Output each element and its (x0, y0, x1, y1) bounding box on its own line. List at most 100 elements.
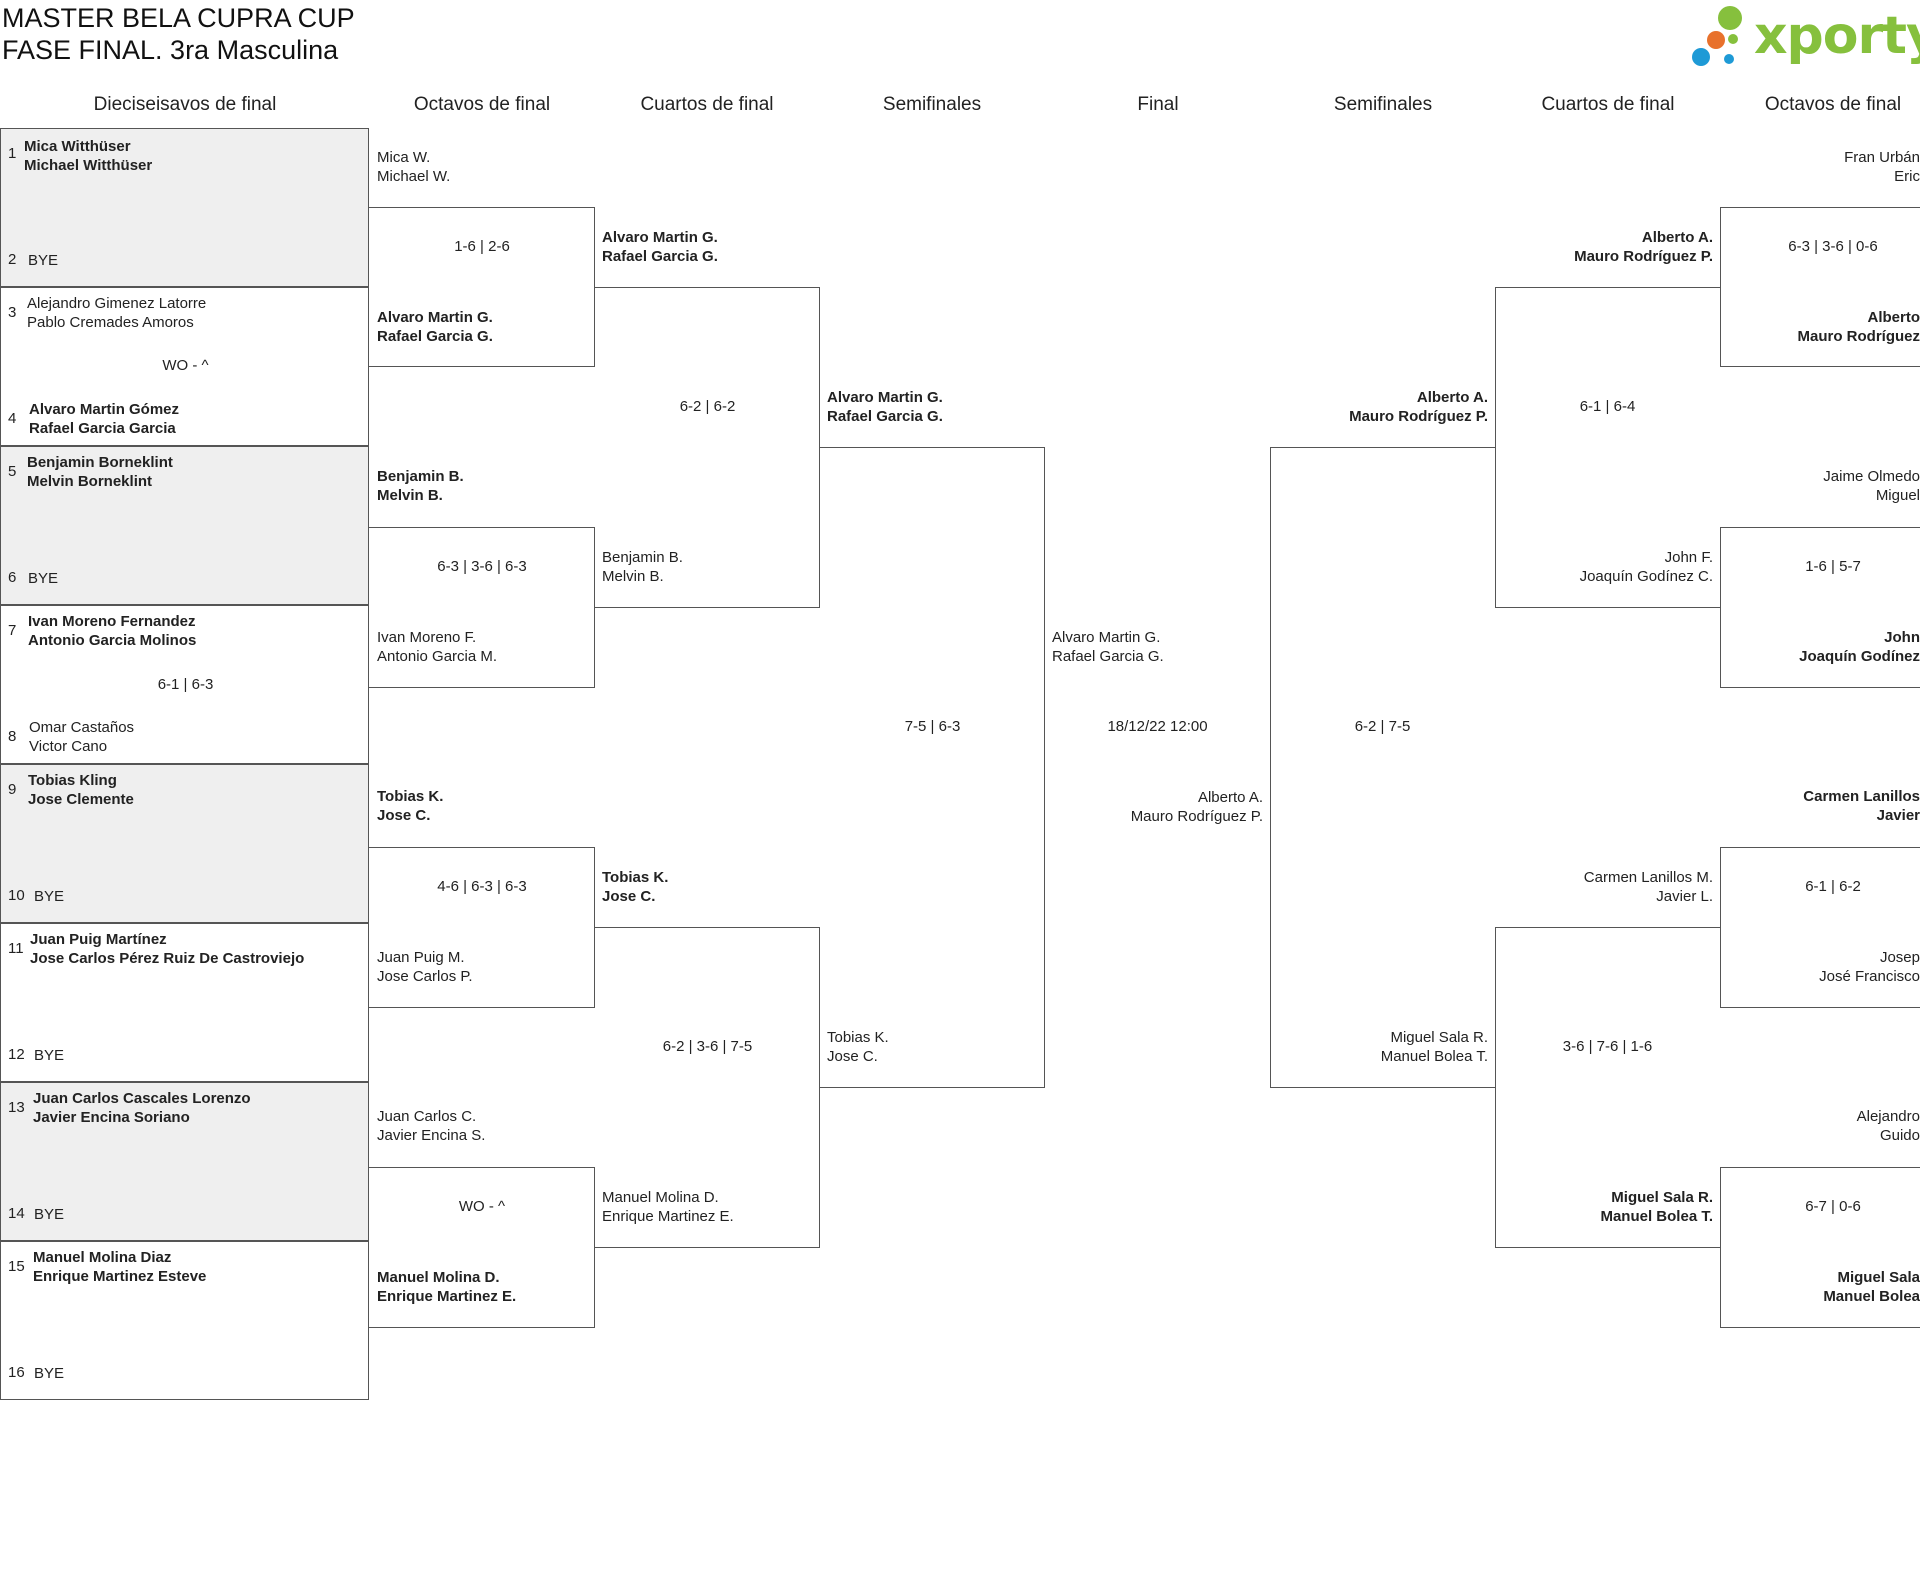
player-name: Javier Encina Soriano (33, 1109, 190, 1126)
qf-right-1-score: 6-1 | 6-4 (1579, 398, 1636, 415)
seed-number: 12 (8, 1046, 25, 1063)
seed-number: 5 (8, 463, 17, 480)
qf-left-1-bottom: Benjamin B. Melvin B. (602, 548, 683, 586)
match-result: 6-1 | 6-3 (157, 676, 214, 693)
player-name: Alvaro Martin G. (827, 389, 943, 406)
r16-left-4-box[interactable] (369, 1167, 595, 1328)
header-sf-right: Semifinales (1333, 94, 1433, 115)
r16-left-3-top: Tobias K. Jose C. (377, 787, 443, 825)
player-name: Jose Carlos P. (377, 968, 473, 985)
qf-left-1-score: 6-2 | 6-2 (679, 398, 736, 415)
r32-match-8[interactable]: 15 Manuel Molina Diaz Enrique Martinez E… (0, 1241, 369, 1400)
final-date: 18/12/22 12:00 (1107, 718, 1208, 735)
team-b: BYE (34, 1205, 64, 1224)
seed-number: 15 (8, 1258, 25, 1275)
team-a: Juan Puig Martínez Jose Carlos Pérez Rui… (30, 930, 304, 968)
seed-number: 14 (8, 1205, 25, 1222)
sf-left-box[interactable] (820, 447, 1045, 1088)
header-sf-left: Semifinales (882, 94, 982, 115)
player-name: Antonio Garcia Molinos (28, 632, 197, 649)
r32-match-7[interactable]: 13 Juan Carlos Cascales Lorenzo Javier E… (0, 1082, 369, 1241)
final-bottom: Alberto A. Mauro Rodríguez P. (1045, 788, 1263, 826)
xporty-logo[interactable]: xporty (1690, 4, 1920, 72)
player-name: Mauro Rodríguez (1797, 328, 1920, 345)
sf-right-box[interactable] (1270, 447, 1495, 1088)
r16-right-3-box[interactable] (1720, 847, 1920, 1008)
player-name: Rafael Garcia G. (602, 248, 718, 265)
r16-left-4-top: Juan Carlos C. Javier Encina S. (377, 1107, 485, 1145)
player-name: Antonio Garcia M. (377, 648, 498, 665)
player-name: Benjamin B. (377, 468, 464, 485)
player-name: Manuel Molina Diaz (33, 1249, 172, 1266)
player-name: Manuel Molina D. (602, 1189, 719, 1206)
r16-right-2-bottom: John Joaquín Godínez (1720, 628, 1920, 666)
qf-left-2-bottom: Manuel Molina D. Enrique Martinez E. (602, 1188, 734, 1226)
qf-right-1-box[interactable] (1495, 287, 1720, 608)
player-name: Alberto A. (1416, 389, 1488, 406)
r16-left-2-box[interactable] (369, 527, 595, 688)
team-b: BYE (28, 569, 58, 588)
player-name: Melvin B. (377, 487, 443, 504)
player-name: Mauro Rodríguez P. (1130, 808, 1263, 825)
player-name: Alvaro Martin G. (602, 229, 718, 246)
logo-dot-blue (1692, 48, 1710, 66)
player-name: Manuel Bolea (1823, 1288, 1920, 1305)
player-name: Alejandro Gimenez Latorre (27, 295, 207, 312)
r16-right-4-box[interactable] (1720, 1167, 1920, 1328)
player-name: BYE (34, 1047, 65, 1064)
seed-number: 16 (8, 1364, 25, 1381)
r16-left-2-bottom: Ivan Moreno F. Antonio Garcia M. (377, 628, 497, 666)
r16-right-2-box[interactable] (1720, 527, 1920, 688)
player-name: Alvaro Martin G. (377, 309, 493, 326)
r16-left-1-top: Mica W. Michael W. (377, 148, 450, 186)
header-r16-right: Octavos de final (1764, 94, 1902, 115)
match-result: WO - ^ (162, 357, 209, 374)
seed-number: 8 (8, 728, 17, 745)
page-subtitle: FASE FINAL. 3ra Masculina (2, 35, 339, 65)
player-name: BYE (34, 888, 65, 905)
logo-text: xporty (1754, 6, 1920, 66)
team-a: Ivan Moreno Fernandez Antonio Garcia Mol… (28, 612, 196, 650)
player-name: Javier Encina S. (377, 1127, 486, 1144)
r32-match-2[interactable]: 3 Alejandro Gimenez Latorre Pablo Cremad… (0, 287, 369, 446)
r32-match-4[interactable]: 7 Ivan Moreno Fernandez Antonio Garcia M… (0, 605, 369, 764)
team-a: Mica Witthüser Michael Witthüser (24, 137, 152, 175)
player-name: Eric (1894, 168, 1920, 185)
player-name: Ivan Moreno F. (377, 629, 477, 646)
qf-right-2-score: 3-6 | 7-6 | 1-6 (1562, 1038, 1653, 1055)
r16-right-1-box[interactable] (1720, 207, 1920, 367)
qf-left-1-box[interactable] (595, 287, 820, 608)
qf-left-2-box[interactable] (595, 927, 820, 1248)
r32-match-6[interactable]: 11 Juan Puig Martínez Jose Carlos Pérez … (0, 923, 369, 1082)
seed-number: 4 (8, 410, 17, 427)
team-b: BYE (34, 1364, 64, 1383)
player-name: Ivan Moreno Fernandez (28, 613, 196, 630)
team-a: Manuel Molina Diaz Enrique Martinez Este… (33, 1248, 206, 1286)
qf-right-2-box[interactable] (1495, 927, 1720, 1248)
player-name: Jaime Olmedo (1823, 468, 1920, 485)
r16-left-1-box[interactable] (369, 207, 595, 367)
player-name: Alejandro (1856, 1108, 1920, 1125)
player-name: Miguel (1875, 487, 1920, 504)
sf-left-top: Alvaro Martin G. Rafael Garcia G. (827, 388, 943, 426)
r16-left-4-score: WO - ^ (458, 1198, 506, 1215)
logo-dot-green (1718, 6, 1742, 30)
player-name: Manuel Bolea T. (1600, 1208, 1713, 1225)
qf-right-2-top: Carmen Lanillos M. Javier L. (1495, 868, 1713, 906)
team-b: Omar Castaños Victor Cano (29, 718, 134, 756)
seed-number: 3 (8, 304, 17, 321)
qf-left-1-top: Alvaro Martin G. Rafael Garcia G. (602, 228, 718, 266)
player-name: Benjamin Borneklint (27, 454, 173, 471)
r32-match-5[interactable]: 9 Tobias Kling Jose Clemente 10 BYE (0, 764, 369, 923)
r32-match-1[interactable]: 1 Mica Witthüser Michael Witthüser 2 BYE (0, 128, 369, 287)
player-name: Alvaro Martin G. (1052, 629, 1161, 646)
logo-dot-small-green (1728, 34, 1738, 44)
player-name: Josep (1879, 949, 1920, 966)
player-name: Juan Puig Martínez (30, 931, 167, 948)
player-name: Tobias K. (827, 1029, 889, 1046)
player-name: Jose C. (377, 807, 431, 824)
r32-match-3[interactable]: 5 Benjamin Borneklint Melvin Borneklint … (0, 446, 369, 605)
r16-left-3-box[interactable] (369, 847, 595, 1008)
team-a: Tobias Kling Jose Clemente (28, 771, 134, 809)
header-qf-right: Cuartos de final (1541, 94, 1675, 115)
